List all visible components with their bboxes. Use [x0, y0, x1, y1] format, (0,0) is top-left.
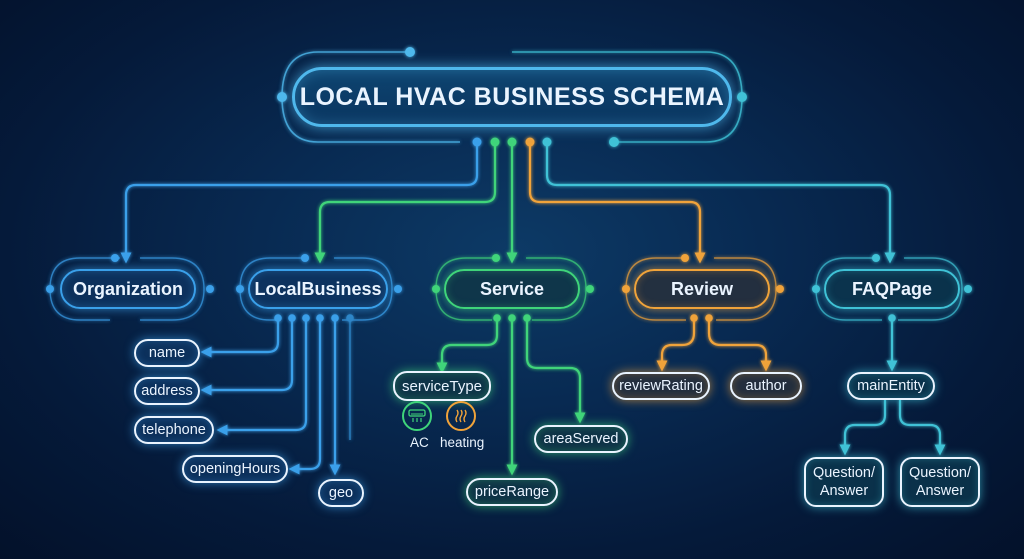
ac-label: AC [410, 435, 429, 450]
prop-author: author [730, 372, 802, 400]
node-service: Service [444, 269, 580, 309]
prop-address: address [134, 377, 200, 405]
air-conditioner-icon [402, 401, 432, 431]
faq-question-answer-1: Question/ Answer [804, 457, 884, 507]
prop-geo: geo [318, 479, 364, 507]
prop-telephone: telephone [134, 416, 214, 444]
prop-name: name [134, 339, 200, 367]
faq-question-answer-2: Question/ Answer [900, 457, 980, 507]
diagram-title: LOCAL HVAC BUSINESS SCHEMA [292, 67, 732, 127]
prop-openinghours: openingHours [182, 455, 288, 483]
qa-line1: Question/ [908, 465, 972, 481]
qa-line1: Question/ [812, 465, 876, 481]
prop-servicetype: serviceType [393, 371, 491, 401]
heating-label: heating [440, 435, 485, 450]
node-localbusiness: LocalBusiness [248, 269, 388, 309]
node-review: Review [634, 269, 770, 309]
node-organization: Organization [60, 269, 196, 309]
qa-line2: Answer [819, 483, 869, 499]
prop-reviewrating: reviewRating [612, 372, 710, 400]
heating-icon [446, 401, 476, 431]
prop-pricerange: priceRange [466, 478, 558, 506]
prop-areaserved: areaServed [534, 425, 628, 453]
node-faqpage: FAQPage [824, 269, 960, 309]
qa-line2: Answer [915, 483, 965, 499]
prop-mainentity: mainEntity [847, 372, 935, 400]
